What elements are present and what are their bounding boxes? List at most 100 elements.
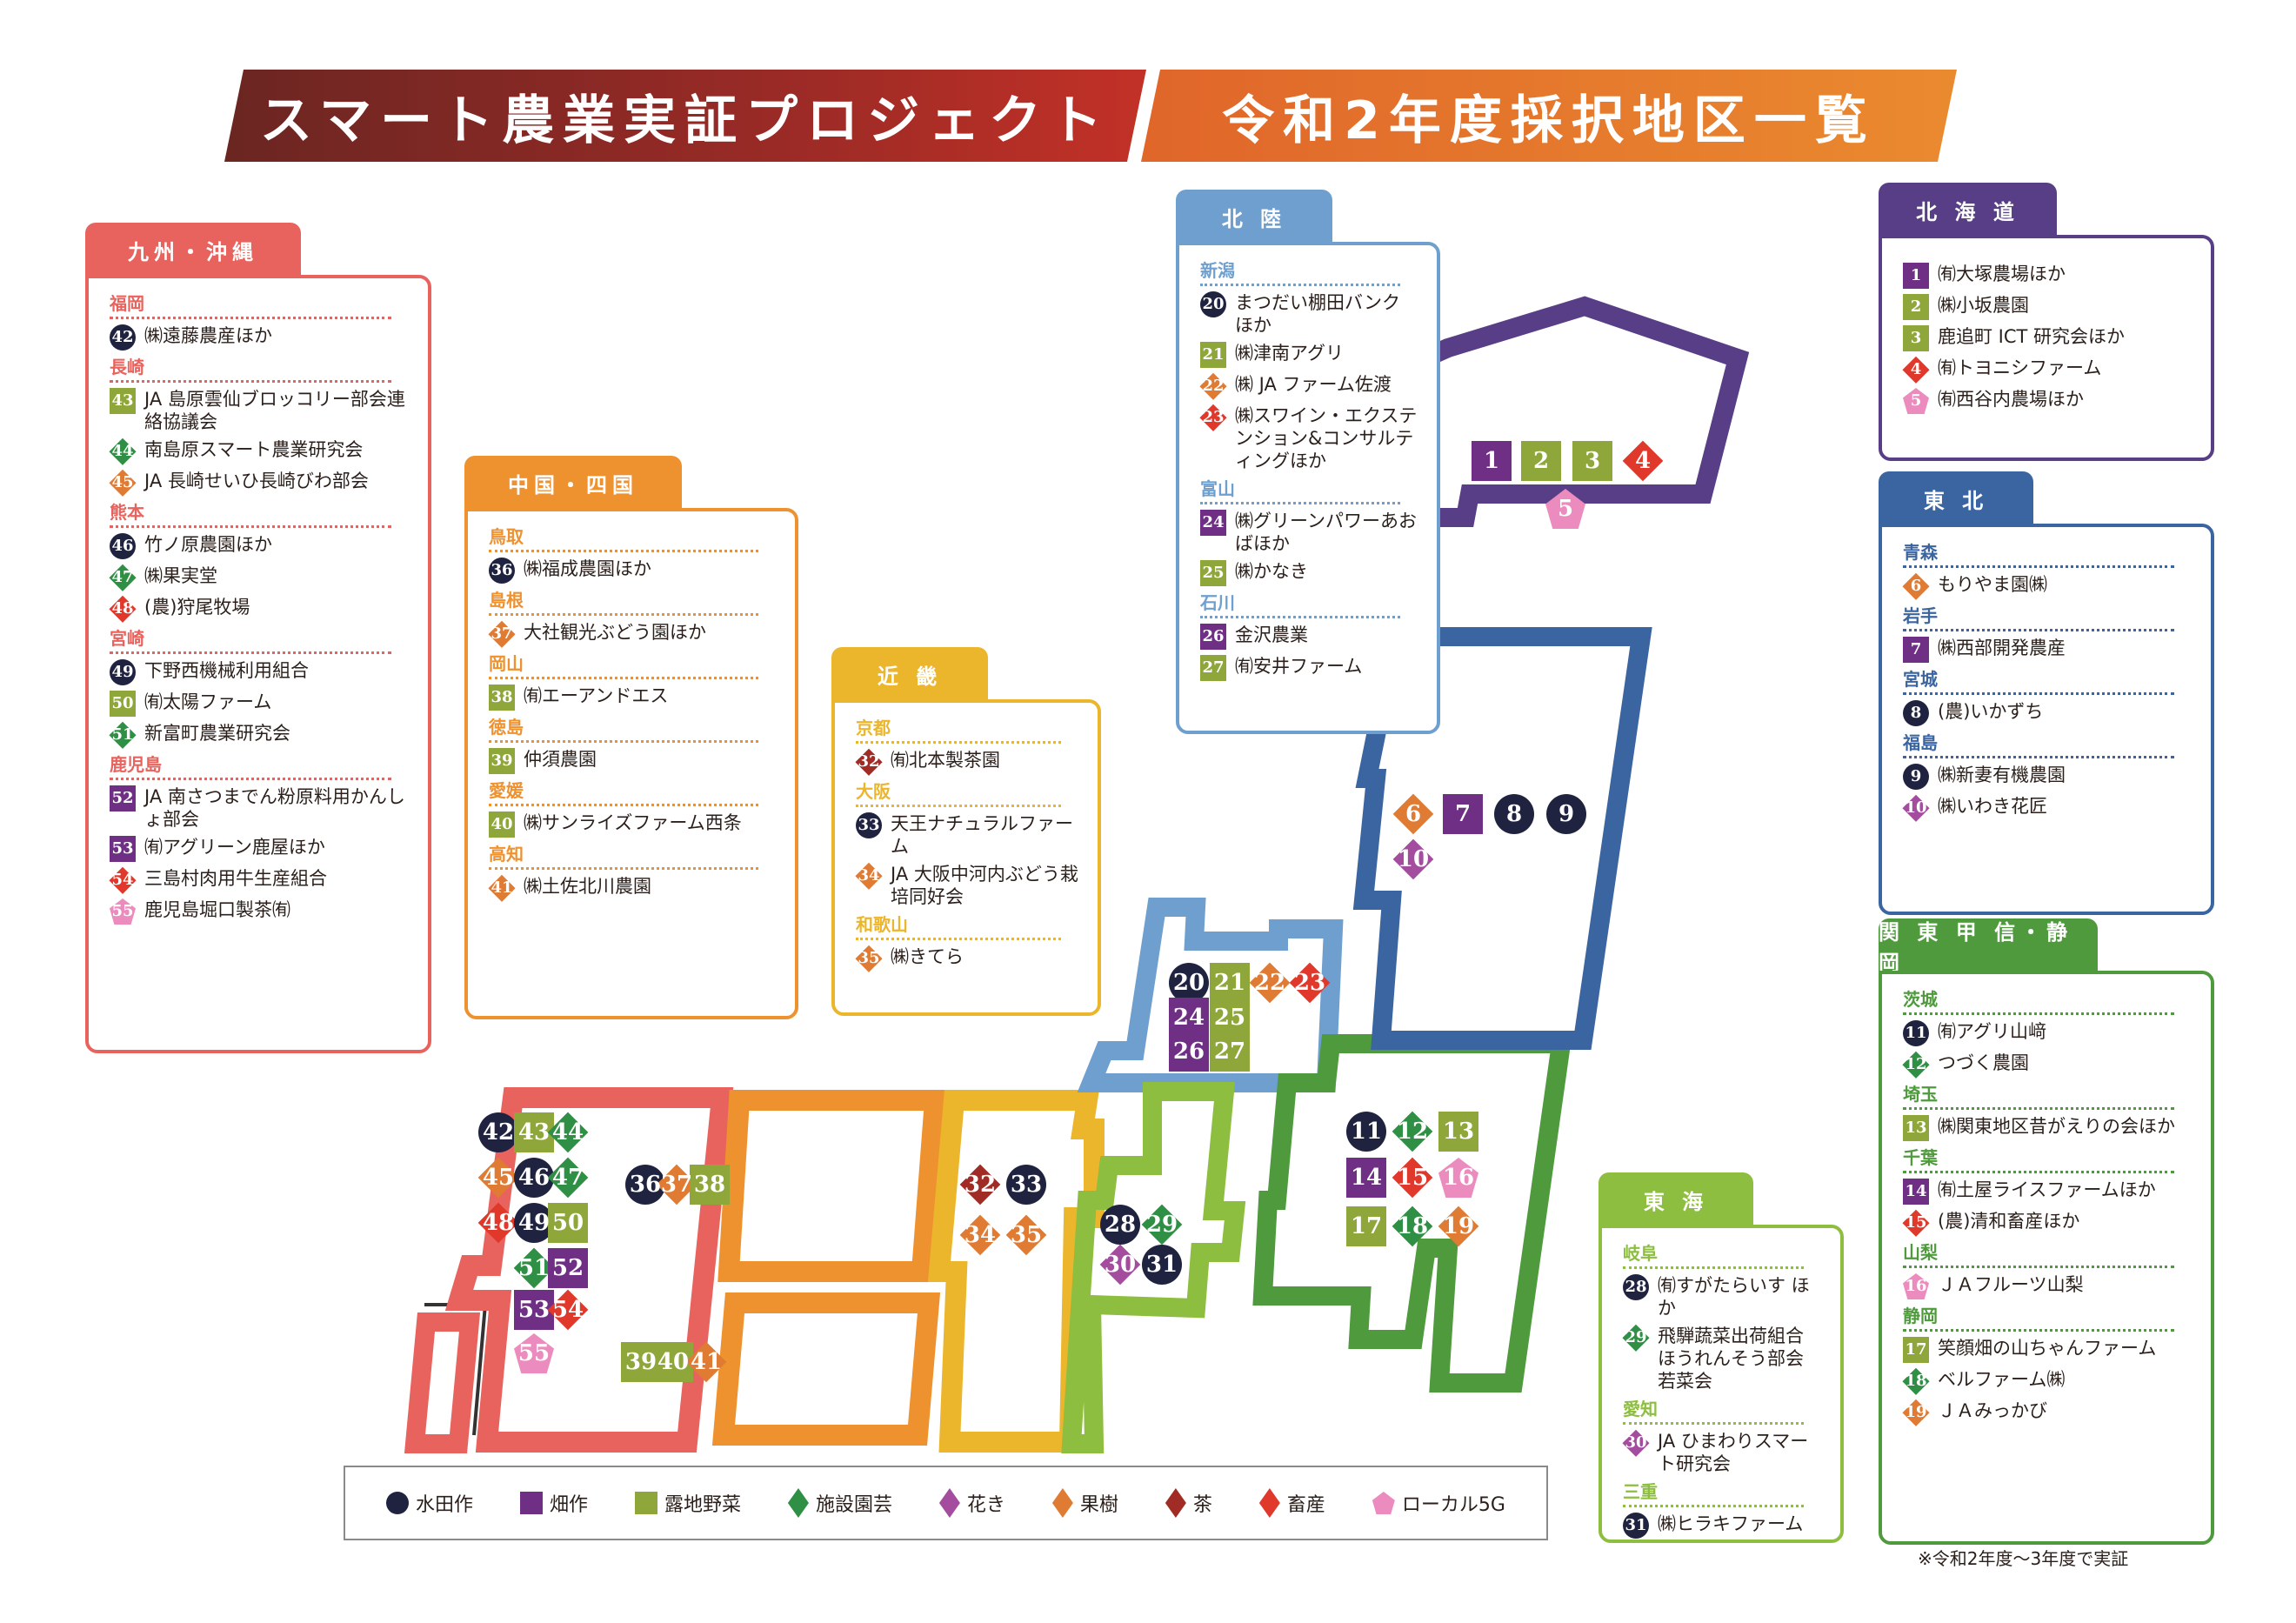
marker-square-icon: 26 [1200, 624, 1226, 650]
site-name: ㈱果実堂 [144, 565, 217, 586]
site-name: ㈲安井ファーム [1235, 656, 1363, 677]
list-item: 22㈱ JA ファーム佐渡 [1200, 373, 1418, 399]
prefecture-heading: 徳島 [489, 717, 524, 738]
marker-square-icon: 13 [1438, 1112, 1478, 1152]
marker-diamond-icon: 41 [686, 1342, 726, 1382]
prefecture-heading: 大阪 [856, 781, 891, 802]
legend-item: ローカル5G [1372, 1489, 1505, 1517]
diamond-icon [1165, 1488, 1186, 1518]
marker-number: 42 [111, 328, 134, 346]
marker-diamond-icon: 22 [1250, 963, 1290, 1003]
marker-square-icon: 25 [1200, 560, 1226, 586]
marker-diamond-icon: 29 [1142, 1205, 1182, 1245]
prefecture-heading: 山梨 [1903, 1242, 1938, 1263]
marker-circle-icon: 11 [1903, 1020, 1929, 1046]
marker-circle-icon: 31 [1623, 1513, 1649, 1539]
list-item: 38㈲エーアンドエス [489, 685, 776, 711]
marker-pentagon-icon: 5 [1545, 489, 1585, 529]
marker-diamond-icon: 22 [1200, 373, 1226, 399]
legend-label: ローカル5G [1401, 1494, 1505, 1516]
site-name: ㈲西谷内農場ほか [1938, 389, 2084, 410]
marker-diamond-icon: 34 [960, 1215, 1000, 1255]
marker-diamond-icon: 18 [1392, 1206, 1432, 1246]
marker-diamond-icon: 34 [856, 863, 882, 889]
legend-label: 施設園芸 [815, 1494, 892, 1516]
site-name: ㈱津南アグリ [1235, 343, 1344, 364]
list-item: 27㈲安井ファーム [1200, 655, 1418, 681]
marker-number: 30 [1104, 1252, 1137, 1278]
marker-number: 54 [111, 871, 134, 889]
list-item: 25㈱かなき [1200, 560, 1418, 586]
legend-item: 花き [938, 1488, 1005, 1518]
marker-square-icon: 13 [1903, 1115, 1929, 1141]
marker-square-icon: 7 [1443, 794, 1483, 834]
marker-number: 22 [1202, 377, 1225, 395]
dotted-divider [1623, 1505, 1804, 1507]
list-item: 36㈱福成農園ほか [489, 558, 776, 584]
marker-pentagon-icon: 16 [1438, 1158, 1478, 1198]
map-region-tokai [1061, 1082, 1246, 1453]
list-item: 23㈱スワイン・エクステンション&コンサルティングほか [1200, 404, 1418, 472]
legend-item: 畑作 [519, 1489, 588, 1517]
dotted-divider [489, 867, 758, 870]
marker-number: 31 [1145, 1252, 1178, 1278]
marker-circle-icon: 33 [856, 812, 882, 838]
diamond-icon [1051, 1488, 1073, 1518]
marker-number: 31 [1625, 1516, 1647, 1534]
marker-number: 21 [1202, 345, 1225, 364]
marker-circle-icon: 8 [1903, 700, 1929, 726]
marker-circle-icon: 49 [110, 659, 136, 685]
legend-label: 水田作 [415, 1494, 473, 1516]
marker-diamond-icon: 29 [1623, 1325, 1649, 1351]
site-name: ㈱きてら [891, 946, 964, 967]
marker-number: 50 [551, 1210, 584, 1236]
marker-number: 29 [1625, 1328, 1647, 1346]
marker-number: 52 [111, 789, 134, 807]
site-name: ㈲土屋ライスファームほか [1938, 1179, 2156, 1200]
site-name: ㈱スワイン・エクステンション&コンサルティングほか [1235, 405, 1418, 471]
prefecture-heading: 宮崎 [110, 628, 144, 649]
marker-diamond-icon: 41 [489, 875, 515, 901]
marker-diamond-icon: 45 [110, 470, 136, 496]
marker-diamond-icon: 6 [1393, 794, 1433, 834]
marker-number: 12 [1396, 1119, 1429, 1145]
marker-number: 45 [111, 473, 134, 491]
prefecture-heading: 岡山 [489, 653, 524, 674]
list-item: 13㈱関東地区昔がえりの会ほか [1903, 1115, 2192, 1141]
site-name: 飛騨蔬菜出荷組合ほうれんそう部会若菜会 [1658, 1326, 1804, 1392]
marker-diamond-icon: 19 [1438, 1206, 1478, 1246]
marker-number: 8 [1910, 704, 1922, 722]
marker-diamond-icon: 51 [110, 722, 136, 748]
marker-square-icon: 21 [1200, 342, 1226, 368]
marker-square-icon: 17 [1903, 1337, 1929, 1363]
marker-number: 10 [1905, 798, 1927, 817]
footnote: ※令和2年度～3年度で実証 [1918, 1548, 2129, 1569]
marker-number: 15 [1905, 1213, 1927, 1232]
legend-item: 畜産 [1258, 1488, 1325, 1518]
marker-circle-icon: 20 [1200, 291, 1226, 317]
list-item: 29 飛騨蔬菜出荷組合ほうれんそう部会若菜会 [1623, 1325, 1821, 1393]
marker-diamond-icon: 37 [657, 1165, 697, 1205]
site-name: ㈲北本製茶園 [891, 750, 1000, 771]
marker-number: 43 [517, 1119, 551, 1145]
site-name: ㈱遠藤農産ほか [144, 325, 272, 346]
prefecture-heading: 埼玉 [1903, 1084, 1938, 1105]
prefecture-heading: 熊本 [110, 502, 144, 523]
site-name: ㈱グリーンパワーあおばほか [1235, 511, 1417, 554]
marker-number: 36 [629, 1172, 662, 1198]
dotted-divider [110, 525, 391, 528]
site-name: ㈲大塚農場ほか [1938, 264, 2066, 284]
map-region-kyushu [444, 1087, 734, 1453]
